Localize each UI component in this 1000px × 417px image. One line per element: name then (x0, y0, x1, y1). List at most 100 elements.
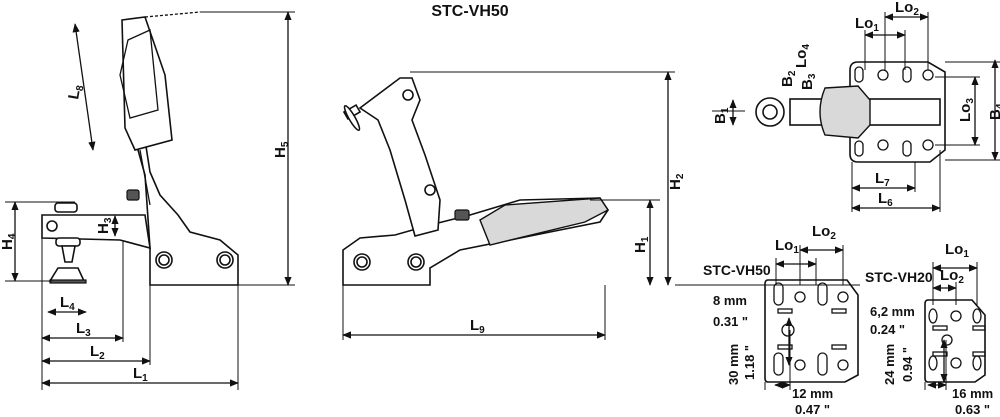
dim-label-base: L (65, 89, 83, 101)
dim-label-base: L (76, 320, 85, 337)
dim-label-vh20-lo2: Lo2 (940, 267, 964, 286)
dim-label-l8: L8 (65, 83, 86, 101)
dim-label-subscript: 4 (801, 44, 812, 50)
side-view-closed (342, 77, 610, 286)
dim-label-vh20-lo1: Lo1 (945, 241, 969, 260)
hole-pattern-vh50 (764, 279, 859, 383)
adjust-knob (126, 189, 140, 201)
side-view-open (41, 11, 239, 286)
dim-label-subscript: 7 (884, 178, 890, 189)
handle-top (819, 85, 871, 139)
dim-label-base: H (0, 239, 16, 250)
dim-label-base: B (799, 79, 816, 90)
dim-label-base: L (133, 365, 142, 382)
hole-pattern-vh20 (924, 299, 986, 383)
dim-label-base: L (878, 190, 887, 207)
dim-label-base: Lo (775, 237, 793, 254)
dim-label-subscript: 1 (793, 245, 799, 256)
vh50-hole-in: 0.31 " (713, 314, 748, 329)
dim-label-l7: L7 (875, 170, 890, 189)
dim-label-base: Lo (895, 0, 913, 16)
dim-label-base: H (272, 147, 289, 158)
dim-label-subscript: 4 (995, 103, 1000, 109)
measure-texts: 8 mm 0.31 " 30 mm 1.18 " 12 mm 0.47 " 6,… (713, 293, 993, 417)
dim-label-subscript: 5 (280, 141, 291, 147)
vh20-height-in: 0.94 " (900, 347, 915, 382)
dim-label-base: H (667, 179, 684, 190)
dim-label-b2: B2 (779, 70, 798, 87)
vh50-height-mm: 30 mm (726, 344, 741, 385)
dim-label-b3: B3 (799, 73, 818, 90)
dim-label-l1: L1 (133, 365, 148, 384)
vh50-height-in: 1.18 " (742, 345, 757, 380)
vh20-width-mm: 16 mm (952, 386, 993, 401)
dim-label-base: L (90, 343, 99, 360)
dim-label-l2: L2 (90, 343, 105, 362)
dim-label-base: B (779, 76, 796, 87)
dim-label-base: Lo (812, 223, 830, 240)
dim-label-base: Lo (945, 241, 963, 258)
dim-label-lo2: Lo2 (895, 0, 919, 18)
dim-label-subscript: 2 (830, 231, 836, 242)
dim-label-subscript: 4 (7, 233, 18, 239)
dim-label-lo1: Lo1 (855, 15, 879, 34)
vh20-hole-in: 0.24 " (870, 322, 905, 337)
dim-label-h3: H3 (95, 217, 114, 234)
dim-label-subscript: 2 (787, 70, 798, 76)
main-title: STC-VH50 (431, 3, 508, 20)
dim-label-vh50-lo1: Lo1 (775, 237, 799, 256)
dim-label-base: Lo (940, 267, 958, 284)
dim-label-subscript: 2 (675, 173, 686, 179)
clamp-arm (358, 77, 441, 237)
vh20-width-in: 0.63 " (955, 402, 990, 417)
dim-label-h5: H5 (272, 141, 291, 158)
dim-label-subscript: 9 (479, 325, 485, 336)
dim-label-lo4: Lo4 (793, 44, 812, 68)
adjust-knob (454, 209, 470, 221)
dim-label-subscript: 3 (85, 328, 91, 339)
detail-title-vh20: STC-VH20 (865, 269, 933, 285)
dim-label-base: B (987, 109, 1000, 120)
dim-label-vh50-lo2: Lo2 (812, 223, 836, 242)
dim-label-base: Lo (855, 15, 873, 32)
dim-label-l3: L3 (76, 320, 91, 339)
dim-label-subscript: 1 (873, 23, 879, 34)
detail-title-vh50: STC-VH50 (703, 262, 771, 278)
dim-label-base: Lo (957, 104, 974, 122)
dim-label-l9: L9 (470, 317, 485, 336)
dim-label-subscript: 3 (807, 73, 818, 79)
dim-label-subscript: 1 (640, 236, 651, 242)
dim-label-l6: L6 (878, 190, 893, 209)
dim-label-subscript: 3 (103, 217, 114, 223)
dim-label-subscript: 3 (965, 98, 976, 104)
dim-label-base: Lo (793, 50, 810, 68)
dim-label-base: H (632, 242, 649, 253)
handle (121, 16, 173, 151)
dimension-labels: L1L2L3L4H4H3H5L8L9H2H1Lo1Lo2Lo3B4L7L6B1B… (0, 0, 1000, 384)
dim-label-subscript: 1 (720, 107, 731, 113)
vh50-hole-mm: 8 mm (713, 293, 747, 308)
dim-label-subscript: 1 (142, 373, 148, 384)
dim-label-subscript: 2 (958, 275, 964, 286)
dim-label-h2: H2 (667, 173, 686, 190)
dim-label-h1: H1 (632, 236, 651, 253)
dimension-arrow (72, 23, 96, 151)
dimension-lines (5, 11, 1000, 390)
dim-label-subscript: 2 (913, 7, 919, 18)
spindle-pad (48, 267, 86, 282)
handle (479, 197, 610, 246)
dim-label-subscript: 8 (75, 84, 87, 92)
dim-label-l4: L4 (60, 294, 75, 313)
dim-label-subscript: 4 (69, 302, 75, 313)
dim-label-h4: H4 (0, 233, 18, 250)
dim-label-b4: B4 (987, 103, 1000, 120)
dim-label-lo3: Lo3 (957, 98, 976, 122)
dim-label-base: H (95, 223, 112, 234)
dim-label-base: L (875, 170, 884, 187)
vh50-width-in: 0.47 " (795, 402, 830, 417)
vh50-width-mm: 12 mm (792, 386, 833, 401)
vh20-hole-mm: 6,2 mm (870, 304, 915, 319)
dim-label-subscript: 2 (99, 351, 105, 362)
dim-label-base: B (712, 113, 729, 124)
